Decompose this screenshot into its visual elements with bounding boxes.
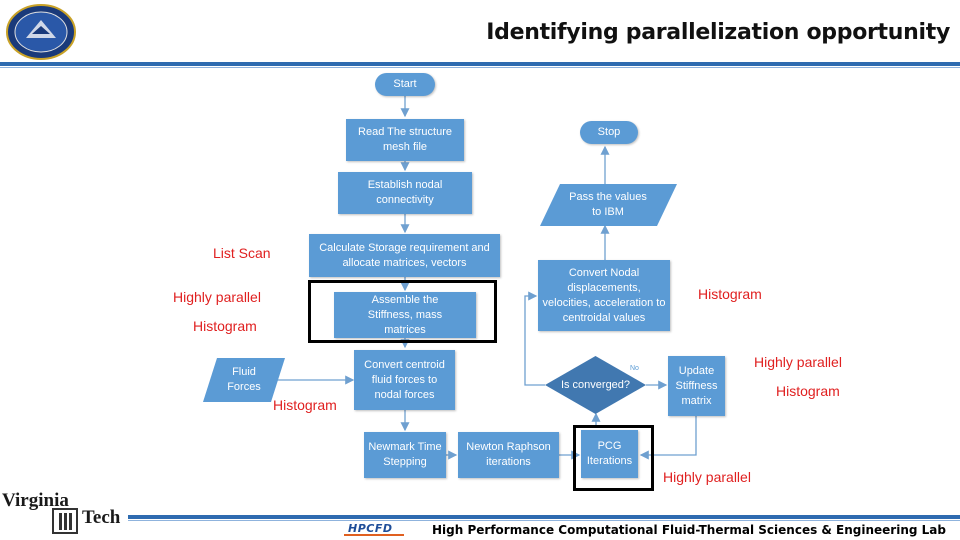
annotation-histogram-1: Histogram	[193, 318, 257, 334]
pass-values-node: Pass the values to IBM	[540, 184, 677, 226]
university-seal-logo	[6, 4, 76, 60]
assemble-highlight-box	[308, 280, 497, 343]
logo-emblem-icon	[52, 508, 78, 534]
convert-nodal-node: Convert Nodal displacements, velocities,…	[538, 260, 670, 331]
annotation-histogram-2: Histogram	[273, 397, 337, 413]
fluid-forces-node: Fluid Forces	[203, 358, 285, 402]
logo-word-top: Virginia	[2, 490, 69, 511]
update-stiffness-node: Update Stiffness matrix	[668, 356, 725, 416]
read-mesh-node: Read The structure mesh file	[346, 119, 464, 161]
fluid-forces-label: Fluid Forces	[227, 366, 261, 393]
logo-word-bottom: Tech	[82, 507, 121, 528]
converged-decision: Is converged?	[545, 356, 646, 414]
annotation-highly-parallel-3: Highly parallel	[663, 469, 751, 485]
pcg-node: PCG Iterations	[581, 430, 638, 478]
annotation-histogram-4: Histogram	[776, 383, 840, 399]
footer-rule-thin	[128, 520, 960, 521]
annotation-list-scan: List Scan	[213, 245, 271, 261]
footer-rule	[128, 515, 960, 519]
page-title: Identifying parallelization opportunity	[486, 20, 950, 45]
virginia-tech-logo: Virginia Tech	[2, 490, 130, 536]
footer-text: High Performance Computational Fluid-The…	[432, 523, 946, 537]
convert-centroid-node: Convert centroid fluid forces to nodal f…	[354, 350, 455, 410]
newton-raphson-node: Newton Raphson iterations	[458, 432, 559, 478]
nodal-connectivity-node: Establish nodal connectivity	[338, 172, 472, 214]
storage-node: Calculate Storage requirement and alloca…	[309, 234, 500, 277]
pcg-highlight-box	[573, 425, 654, 491]
start-node: Start	[375, 73, 435, 96]
lab-logo-text: HPCFD	[348, 522, 393, 535]
stop-node: Stop	[580, 121, 638, 144]
header-rule	[0, 62, 960, 66]
no-branch-label: No	[630, 365, 639, 372]
newmark-node: Newmark Time Stepping	[364, 432, 446, 478]
lab-logo: HPCFD	[344, 521, 410, 538]
annotation-highly-parallel-2: Highly parallel	[754, 354, 842, 370]
annotation-histogram-3: Histogram	[698, 286, 762, 302]
header-rule-thin	[0, 67, 960, 68]
pass-values-label: Pass the values to IBM	[569, 191, 647, 218]
converged-label: Is converged?	[560, 378, 631, 391]
annotation-highly-parallel-1: Highly parallel	[173, 289, 261, 305]
assemble-node: Assemble the Stiffness, mass matrices	[334, 292, 476, 338]
